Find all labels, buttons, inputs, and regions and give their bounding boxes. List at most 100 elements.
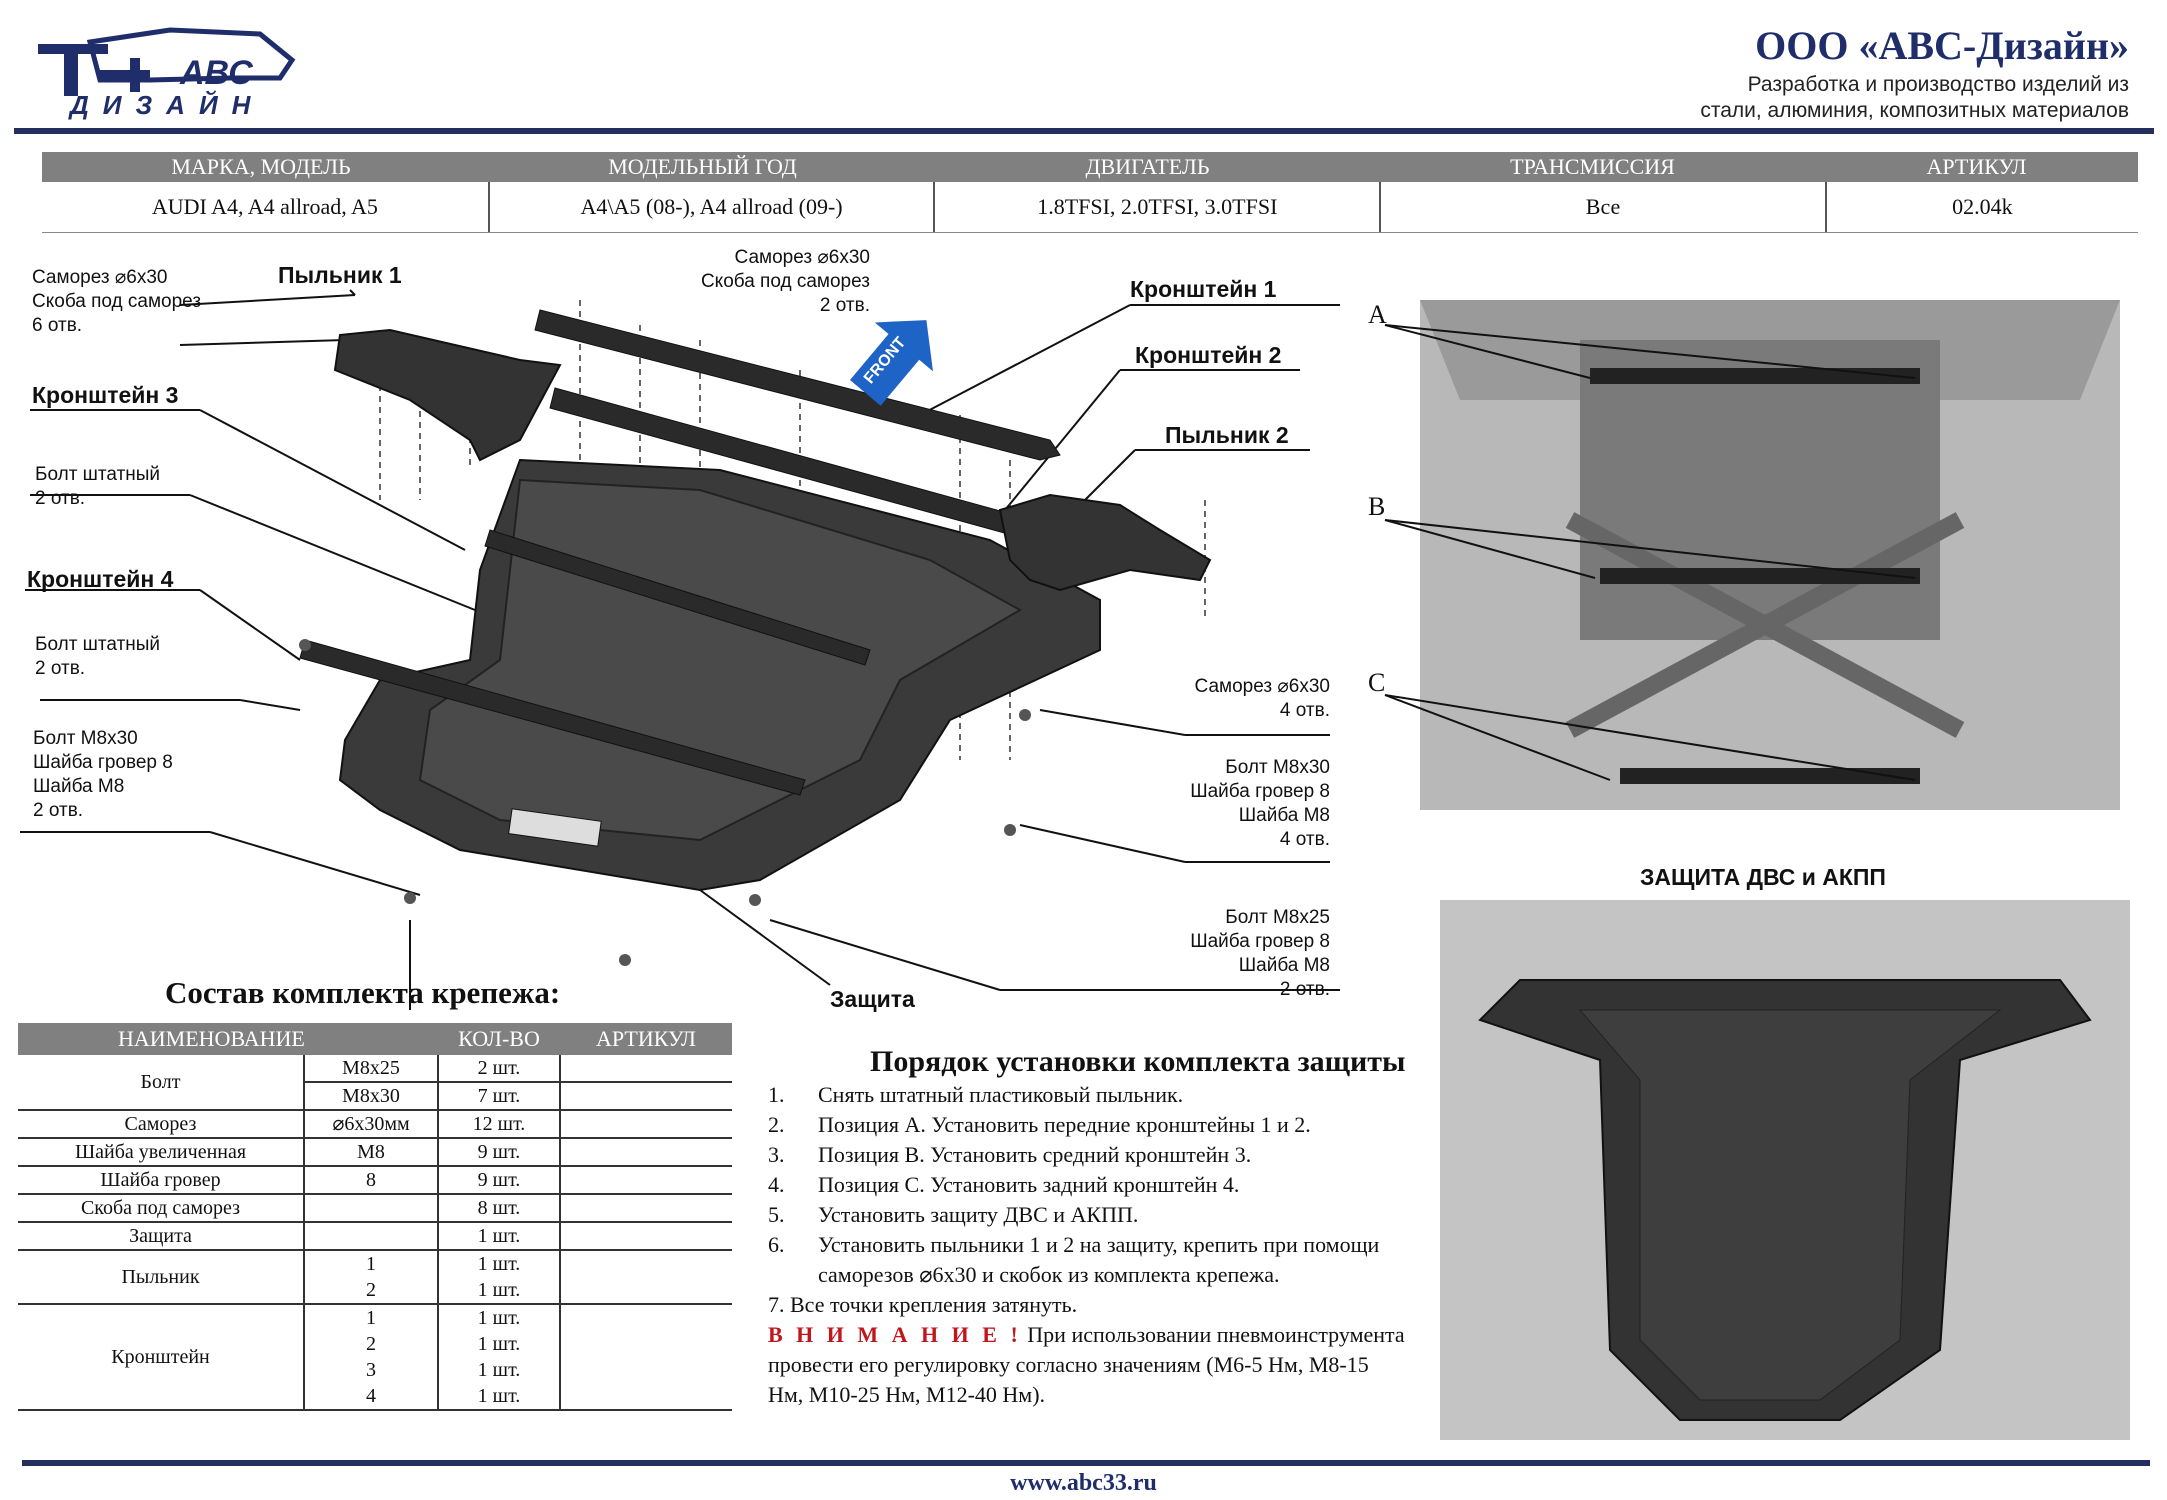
- warning-text-3: Нм, М10-25 Нм, М12-40 Нм).: [768, 1382, 1046, 1407]
- callout-line: Скоба под саморез: [32, 291, 202, 312]
- callout-bolt-m8x30-right: Болт М8x30 Шайба гровер 8 Шайба М8 4 отв…: [1130, 756, 1330, 852]
- undercarriage-photo-protection: [1440, 900, 2130, 1440]
- instruction-step: 5. Установить защиту ДВС и АКПП.: [768, 1200, 1488, 1230]
- callout-samorez-right: Саморез ⌀6x30 4 отв.: [1130, 675, 1330, 723]
- kit-cell-article: [560, 1250, 732, 1305]
- kit-cell-name: Защита: [18, 1222, 305, 1251]
- callout-samorez-top-mid: Саморез ⌀6x30 Скоба под саморез 2 отв.: [690, 246, 870, 318]
- kit-subvalue: 1 шт.: [477, 1333, 521, 1355]
- header-divider: [14, 128, 2154, 134]
- callout-line: 4 отв.: [1279, 829, 1330, 850]
- callout-bolt-shtat-2: Болт штатный 2 отв.: [35, 633, 160, 681]
- callout-line: 6 отв.: [32, 315, 83, 336]
- callout-line: Болт М8x30: [33, 728, 138, 749]
- label-kronshtein-3: Кронштейн 3: [32, 382, 179, 408]
- kit-cell-spec: ⌀6x30мм: [304, 1110, 439, 1139]
- kit-table: НАИМЕНОВАНИЕ КОЛ-ВО АРТИКУЛ Болт М8x25 2…: [18, 1023, 732, 1411]
- kit-subvalue: 1 шт.: [477, 1307, 521, 1329]
- kit-cell-name: Скоба под саморез: [18, 1194, 305, 1223]
- step-number: 4.: [768, 1172, 785, 1197]
- label-pylnik-1: Пыльник 1: [278, 262, 402, 288]
- step-text: Установить защиту ДВС и АКПП.: [818, 1202, 1139, 1227]
- callout-bolt-m8x25-right: Болт М8x25 Шайба гровер 8 Шайба М8 2 отв…: [1130, 906, 1330, 1002]
- photo-title-engine-protection: ЗАЩИТА ДВС и АКПП: [1640, 864, 1886, 890]
- spec-header-model: МАРКА, МОДЕЛЬ: [171, 154, 351, 179]
- callout-line: Шайба М8: [33, 776, 125, 797]
- exploded-diagram: [20, 289, 1340, 1010]
- kit-subvalue: 2: [366, 1279, 376, 1301]
- kit-subvalue: 1 шт.: [477, 1385, 521, 1407]
- kit-subvalue: 3: [366, 1359, 376, 1381]
- step-number: 5.: [768, 1202, 785, 1227]
- logo-car-icon: [38, 27, 296, 96]
- kit-cell-article: [560, 1055, 732, 1083]
- step-number: 6.: [768, 1232, 785, 1257]
- kit-cell-qty: 7 шт.: [438, 1082, 561, 1111]
- spec-article: 02.04k: [1952, 194, 2013, 219]
- callout-line: Шайба гровер 8: [1190, 781, 1330, 802]
- undercarriage-photo-brackets: [1384, 300, 2120, 810]
- callout-line: Шайба гровер 8: [1190, 931, 1330, 952]
- kit-header-name: НАИМЕНОВАНИЕ: [18, 1023, 438, 1055]
- kit-cell-qty: 1 шт.: [438, 1222, 561, 1251]
- kit-subvalue: 2: [366, 1333, 376, 1355]
- callout-line: Саморез ⌀6x30: [1194, 676, 1330, 697]
- kit-cell-article: [560, 1138, 732, 1167]
- instruction-step: 3.Позиция В. Установить средний кронштей…: [768, 1140, 1488, 1170]
- kit-cell-name: Пыльник: [18, 1250, 305, 1305]
- table-row: Саморез ⌀6x30мм 12 шт.: [18, 1110, 732, 1139]
- kit-subvalue: 1 шт.: [477, 1359, 521, 1381]
- kit-cell-article: [560, 1194, 732, 1223]
- spec-header-row: МАРКА, МОДЕЛЬ МОДЕЛЬНЫЙ ГОД ДВИГАТЕЛЬ ТР…: [42, 152, 2138, 182]
- company-subtitle: Разработка и производство изделий из ста…: [1700, 72, 2129, 124]
- subtitle-line-2: стали, алюминия, композитных материалов: [1700, 99, 2129, 122]
- warning-line: В Н И М А Н И Е ! При использовании пнев…: [768, 1320, 1488, 1350]
- table-row: Защита 1 шт.: [18, 1222, 732, 1251]
- kit-cell-name: Саморез: [18, 1110, 305, 1139]
- instructions-title: Порядок установки комплекта защиты: [870, 1045, 1406, 1078]
- label-kronshtein-1: Кронштейн 1: [1130, 276, 1277, 302]
- kit-header-article: АРТИКУЛ: [560, 1023, 732, 1055]
- instruction-step: 2.Позиция А. Установить передние кронште…: [768, 1110, 1488, 1140]
- kit-cell-article: [560, 1166, 732, 1195]
- instruction-step: 1.Снять штатный пластиковый пыльник.: [768, 1080, 1488, 1110]
- spec-year: A4\A5 (08-), A4 allroad (09-): [490, 182, 936, 232]
- spec-transmission: Все: [1381, 182, 1827, 232]
- table-row: М8x30 7 шт.: [18, 1082, 732, 1111]
- photo-label-c: C: [1368, 668, 1386, 697]
- kit-cell-qty: 8 шт.: [438, 1194, 561, 1223]
- company-logo: АВС ДИЗАЙН: [30, 20, 300, 120]
- spec-model: AUDI A4, A4 allroad, A5: [42, 182, 490, 232]
- callout-line: Саморез ⌀6x30: [32, 267, 168, 288]
- front-arrow-icon: [850, 320, 933, 406]
- callout-line: 2 отв.: [33, 800, 84, 821]
- kit-cell-qty: 9 шт.: [438, 1138, 561, 1167]
- warning-text-2: провести его регулировку согласно значен…: [768, 1352, 1369, 1377]
- footer-url[interactable]: www.abc33.ru: [1010, 1470, 1157, 1496]
- callout-bolt-shtat-1: Болт штатный 2 отв.: [35, 463, 160, 511]
- step-text: Позиция С. Установить задний кронштейн 4…: [818, 1172, 1240, 1197]
- company-name: ООО «АВС-Дизайн»: [1755, 23, 2129, 68]
- callout-line: Болт штатный: [35, 634, 161, 655]
- kit-cell-qty: 2 шт.: [438, 1055, 561, 1083]
- spec-value-row: AUDI A4, A4 allroad, A5 A4\A5 (08-), A4 …: [42, 182, 2138, 233]
- kit-cell-spec: М8x30: [304, 1082, 439, 1111]
- table-row: Скоба под саморез 8 шт.: [18, 1194, 732, 1223]
- instructions-list: 1.Снять штатный пластиковый пыльник. 2.П…: [768, 1080, 1488, 1410]
- kit-cell-name: Шайба гровер: [18, 1166, 305, 1195]
- table-row: Болт М8x25 2 шт.: [18, 1055, 732, 1111]
- warning-word: В Н И М А Н И Е !: [768, 1322, 1022, 1347]
- kit-cell-name: Болт: [18, 1055, 305, 1111]
- warning-text: При использовании пневмоинструмента: [1021, 1322, 1405, 1347]
- kit-cell-article: [560, 1082, 732, 1111]
- kit-cell-name: Шайба увеличенная: [18, 1138, 305, 1167]
- instruction-step: 4. Позиция С. Установить задний кронштейн…: [768, 1170, 1488, 1200]
- callout-line: 2 отв.: [819, 295, 870, 316]
- step-text: Установить пыльники 1 и 2 на защиту, кре…: [818, 1232, 1380, 1257]
- kit-cell-spec: М8x25: [304, 1055, 439, 1083]
- kit-cell-article: [560, 1304, 732, 1411]
- spec-header-engine: ДВИГАТЕЛЬ: [1085, 154, 1210, 179]
- kit-cell-qty: 1 шт.1 шт.: [438, 1250, 561, 1305]
- callout-line: Шайба М8: [1238, 955, 1330, 976]
- instruction-step-7: 7. Все точки крепления затянуть.: [768, 1292, 1078, 1317]
